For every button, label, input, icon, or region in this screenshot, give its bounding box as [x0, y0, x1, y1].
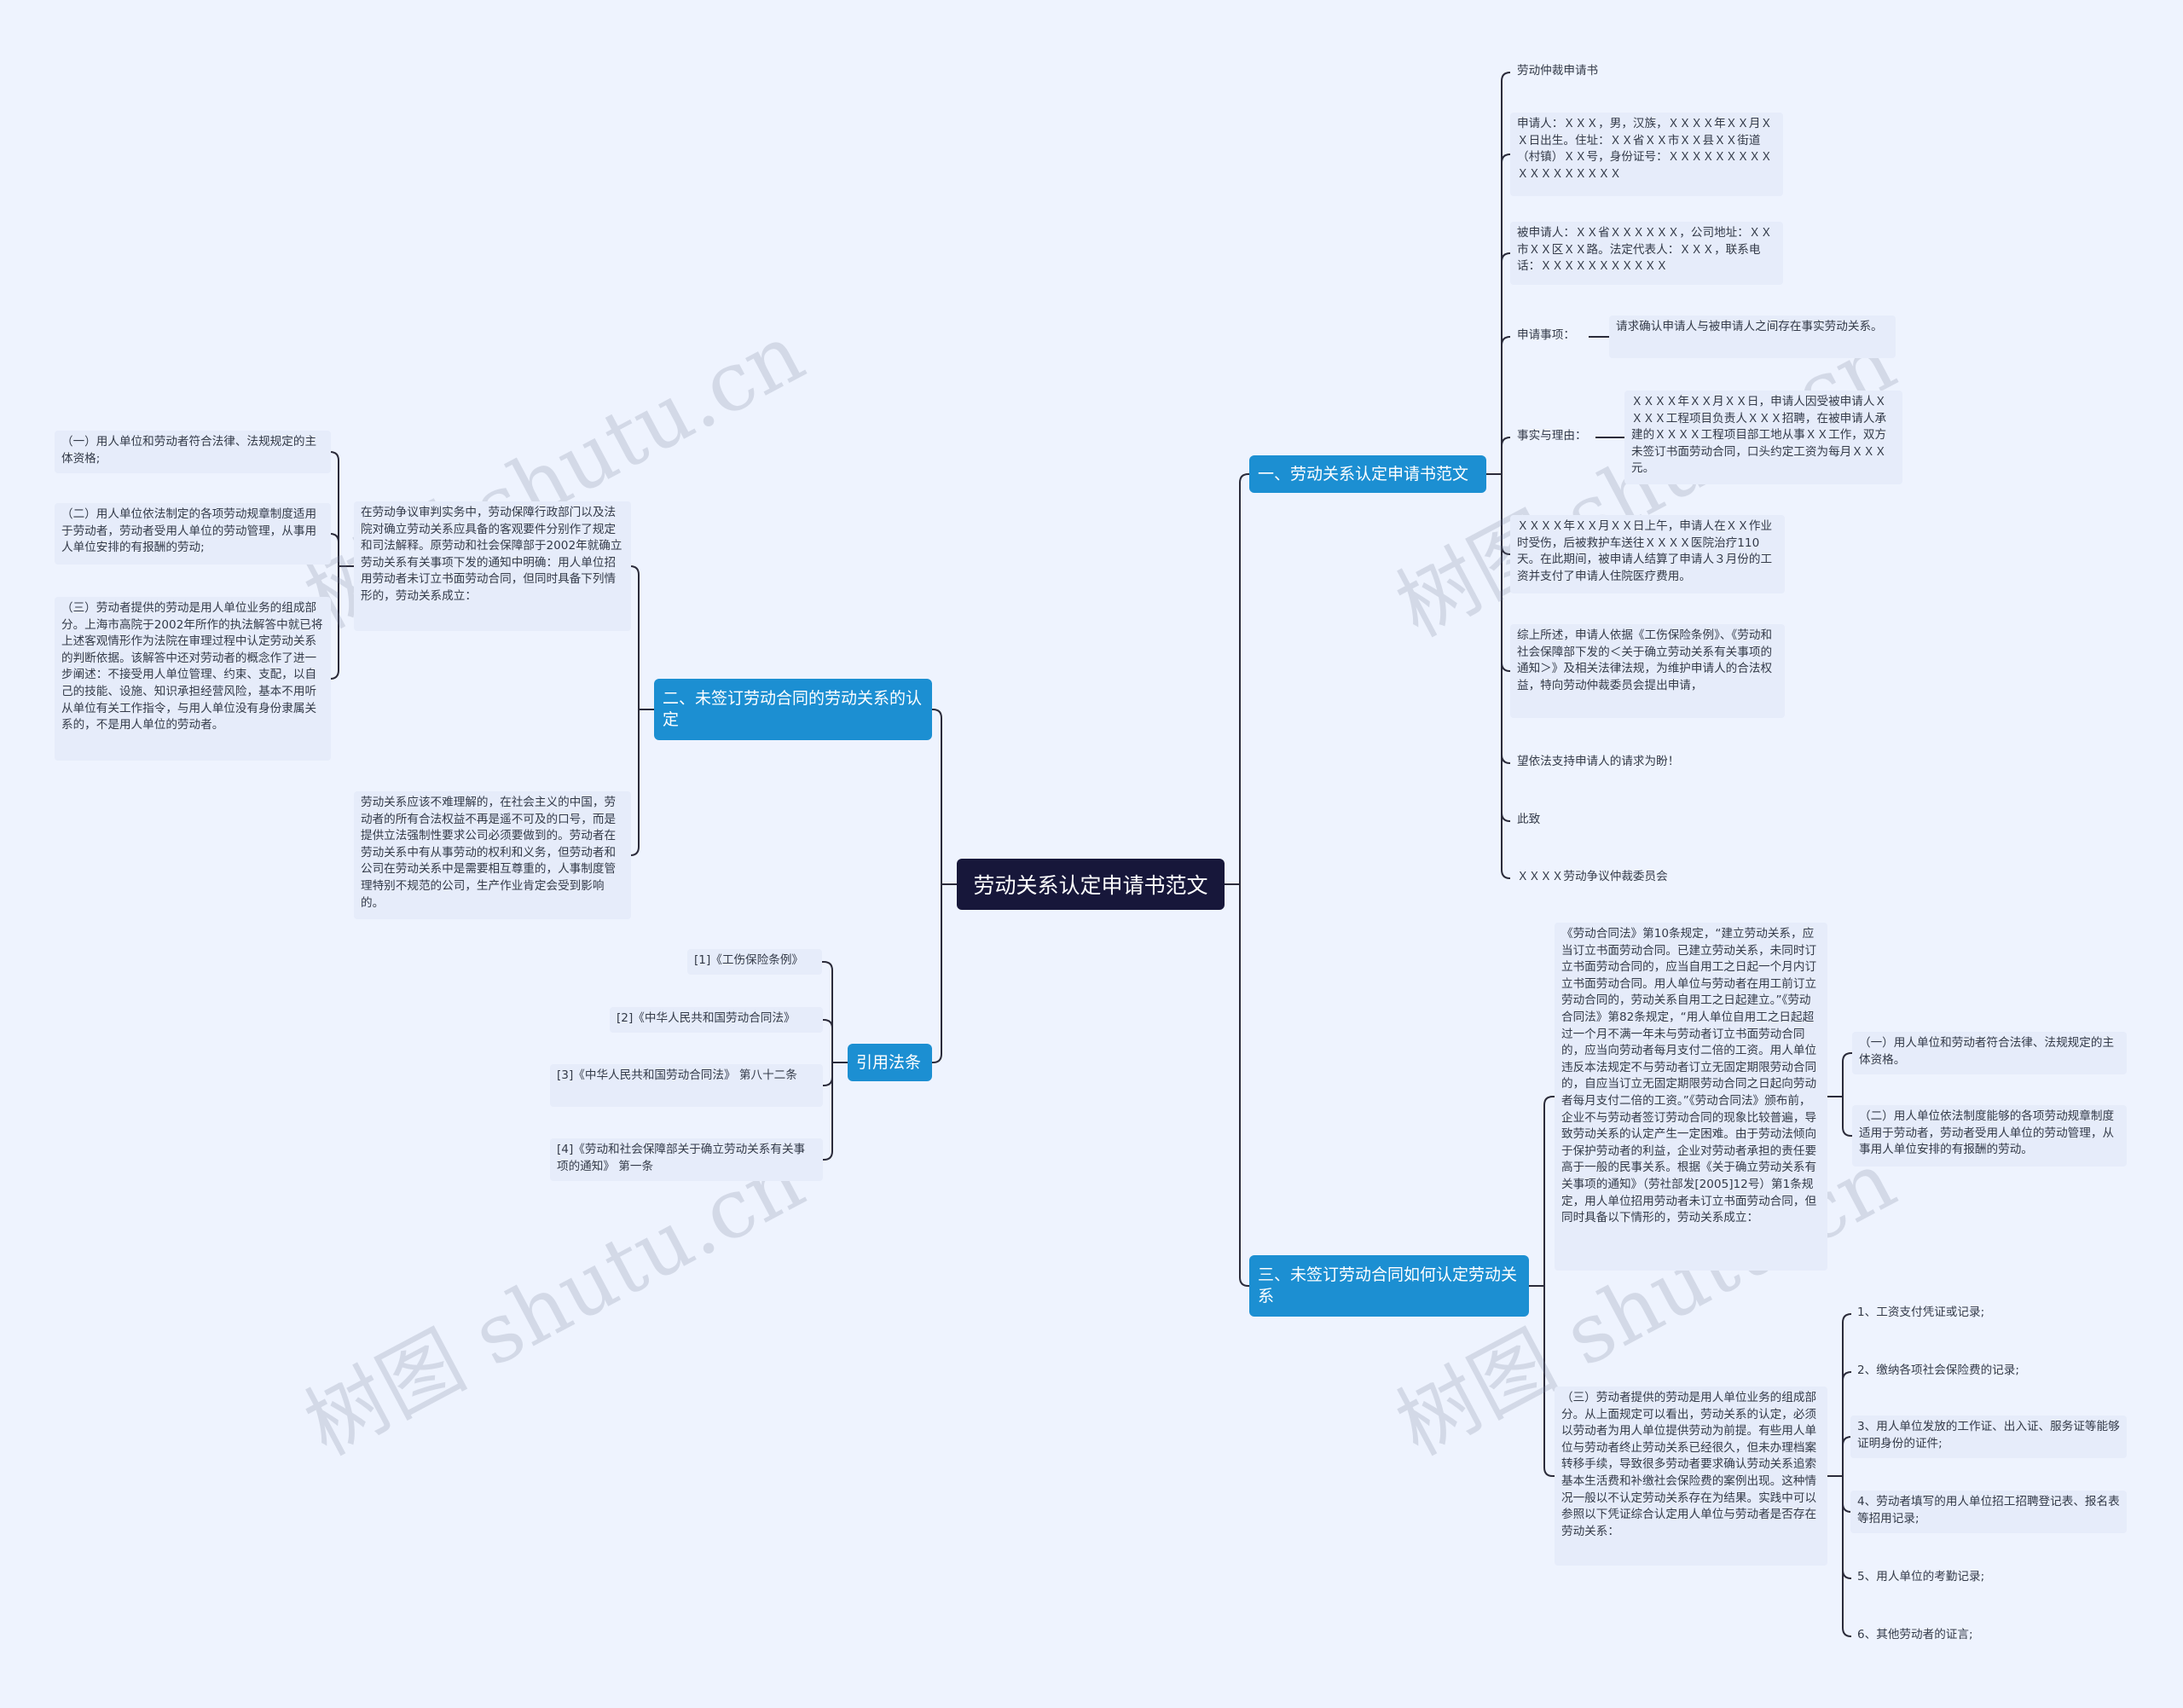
connector-line: [822, 961, 848, 1063]
connector-line: [932, 883, 957, 1063]
connector-line: [823, 1062, 848, 1086]
connector-line: [1486, 473, 1511, 672]
connector-line: [329, 451, 354, 567]
connector-line: [932, 709, 957, 885]
b3-item-6[interactable]: 3、用人单位发放的工作证、出入证、服务证等能够证明身份的证件;: [1850, 1416, 2127, 1458]
connector-line: [1486, 72, 1511, 475]
connector-line: [629, 709, 654, 856]
b1-item-7[interactable]: ＸＸＸＸ年ＸＸ月ＸＸ日上午，申请人在ＸＸ作业时受伤，后被救护车送往ＸＸＸＸ医院治…: [1510, 515, 1785, 593]
b2-item-2[interactable]: （二）用人单位依法制定的各项劳动规章制度适用于劳动者，劳动者受用人单位的劳动管理…: [55, 503, 331, 565]
b2-item-1[interactable]: （一）用人单位和劳动者符合法律、法规规定的主体资格;: [55, 431, 331, 473]
b2-item-4[interactable]: 劳动关系应该不难理解的，在社会主义的中国，劳动者的所有合法权益不再是遥不可及的口…: [354, 791, 631, 919]
b1-item-4[interactable]: 请求确认申请人与被申请人之间存在事实劳动关系。: [1609, 316, 1896, 358]
b2-item-0[interactable]: 在劳动争议审判实务中，劳动保障行政部门以及法院对确立劳动关系应具备的客观要件分别…: [354, 501, 631, 631]
connector-line: [629, 565, 654, 710]
b1-item-10[interactable]: 此致: [1517, 813, 1541, 826]
b4-item-1[interactable]: [2]《中华人民共和国劳动合同法》: [610, 1007, 823, 1033]
connector-line: [1486, 473, 1511, 879]
connector-line: [1529, 1096, 1555, 1287]
b3-item-8[interactable]: 5、用人单位的考勤记录;: [1857, 1570, 1985, 1584]
b1-item-9[interactable]: 望依法支持申请人的请求为盼！: [1517, 755, 1680, 768]
b1-item-6[interactable]: ＸＸＸＸ年ＸＸ月ＸＸ日，申请人因受被申请人ＸＸＸＸ工程项目负责人ＸＸＸ招聘，在被…: [1624, 391, 1902, 484]
connector-line: [1486, 252, 1511, 475]
root-topic[interactable]: 劳动关系认定申请书范文: [957, 859, 1225, 910]
b1-item-3[interactable]: 申请事项：: [1517, 328, 1575, 342]
connector-line: [1827, 1313, 1852, 1477]
b1-item-0[interactable]: 劳动仲裁申请书: [1517, 64, 1599, 78]
connector-line: [1486, 336, 1511, 475]
b4-item-3[interactable]: [4]《劳动和社会保障部关于确立劳动关系有关事项的通知》 第一条: [550, 1138, 823, 1181]
connector-line: [1486, 473, 1511, 764]
connector-line: [1225, 883, 1249, 1287]
connector-line: [823, 1019, 848, 1063]
branch-3-topic[interactable]: 三、未签订劳动合同如何认定劳动关系: [1249, 1255, 1529, 1317]
b3-item-4[interactable]: 1、工资支付凭证或记录;: [1857, 1306, 1985, 1319]
b4-item-0[interactable]: [1]《工伤保险条例》: [687, 949, 822, 975]
b1-item-1[interactable]: 申请人：ＸＸＸ，男，汉族，ＸＸＸＸ年ＸＸ月ＸＸ日出生。住址：ＸＸ省ＸＸ市ＸＸ县Ｘ…: [1510, 113, 1783, 196]
connector-line: [1827, 1052, 1852, 1097]
connector-line: [1486, 437, 1511, 475]
connector-line: [1486, 473, 1511, 822]
connector-line: [1486, 153, 1511, 475]
b1-item-8[interactable]: 综上所述，申请人依据《工伤保险条例》、《劳动和社会保障部下发的＜关于确立劳动关系…: [1510, 624, 1785, 718]
connector-line: [1827, 1475, 1852, 1579]
connector-line: [1827, 1436, 1852, 1477]
connector-line: [823, 1062, 848, 1161]
connector-line: [1827, 1475, 1852, 1637]
b4-item-2[interactable]: [3]《中华人民共和国劳动合同法》 第八十二条: [550, 1064, 823, 1107]
b3-item-9[interactable]: 6、其他劳动者的证言;: [1857, 1628, 1973, 1641]
b3-item-2[interactable]: （二）用人单位依法制度能够的各项劳动规章制度适用于劳动者，劳动者受用人单位的劳动…: [1852, 1105, 2127, 1167]
connector-line: [329, 565, 354, 680]
connector-line: [1486, 473, 1511, 555]
b3-item-7[interactable]: 4、劳动者填写的用人单位招工招聘登记表、报名表等招用记录;: [1850, 1491, 2127, 1533]
branch-2-topic[interactable]: 二、未签订劳动合同的劳动关系的认定: [654, 679, 932, 740]
connector-line: [1827, 1475, 1852, 1513]
connector-line: [329, 533, 354, 567]
b1-item-5[interactable]: 事实与理由：: [1517, 429, 1587, 443]
b3-item-1[interactable]: （一）用人单位和劳动者符合法律、法规规定的主体资格。: [1852, 1032, 2127, 1074]
connector-line: [1529, 1285, 1555, 1477]
connector-line: [1827, 1371, 1852, 1477]
connector-line: [1827, 1096, 1852, 1137]
b1-item-11[interactable]: ＸＸＸＸ劳动争议仲裁委员会: [1517, 870, 1668, 883]
b3-item-3[interactable]: （三）劳动者提供的劳动是用人单位业务的组成部分。从上面规定可以看出，劳动关系的认…: [1555, 1387, 1827, 1566]
b1-item-2[interactable]: 被申请人：ＸＸ省ＸＸＸＸＸＸ，公司地址：ＸＸ市ＸＸ区ＸＸ路。法定代表人：ＸＸＸ，…: [1510, 222, 1783, 285]
b3-item-0[interactable]: 《劳动合同法》第10条规定，“建立劳动关系，应当订立书面劳动合同。已建立劳动关系…: [1555, 923, 1827, 1271]
branch-1-topic[interactable]: 一、劳动关系认定申请书范文: [1249, 455, 1486, 493]
connector-line: [1225, 473, 1249, 885]
branch-4-topic[interactable]: 引用法条: [848, 1044, 932, 1081]
b3-item-5[interactable]: 2、缴纳各项社会保险费的记录;: [1857, 1364, 2019, 1377]
b2-item-3[interactable]: （三）劳动者提供的劳动是用人单位业务的组成部分。上海市高院于2002年所作的执法…: [55, 597, 331, 761]
